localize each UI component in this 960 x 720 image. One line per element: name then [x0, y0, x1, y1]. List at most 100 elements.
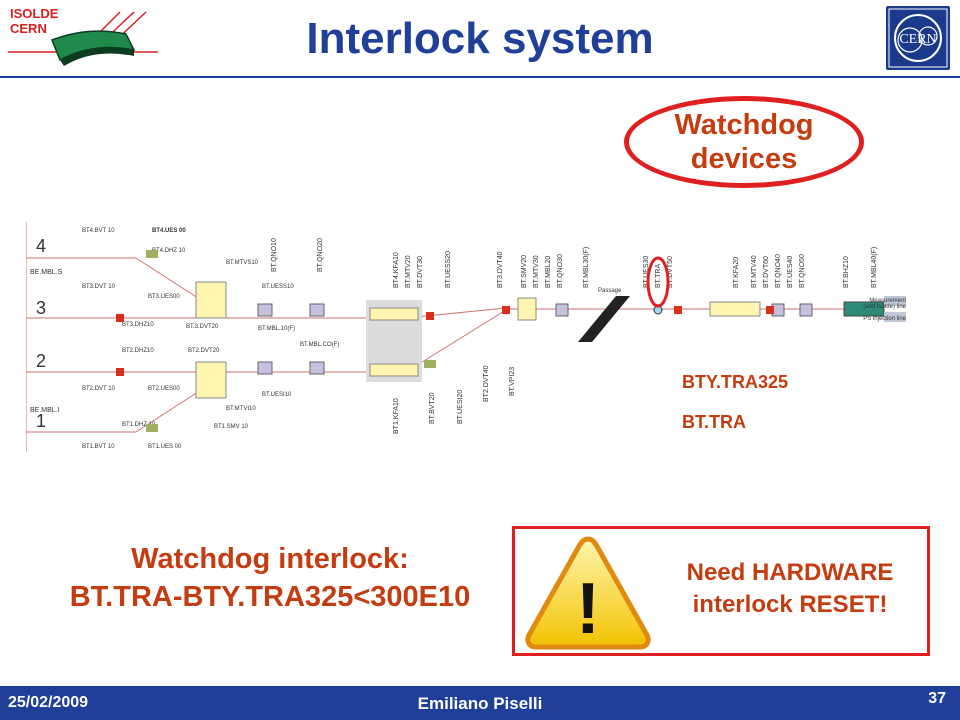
corrector [502, 306, 510, 314]
label-bt-vpi23: BT.VPI23 [509, 367, 516, 396]
warning-line-2: interlock RESET! [692, 591, 888, 618]
label-bt-qno20: BT.QNO20 [317, 238, 324, 272]
label-bt-smv20: BT.SMV20 [521, 255, 528, 288]
kicker-magnet [369, 363, 419, 377]
isolde-logo: ISOLDE CERN [8, 4, 158, 74]
label-bt1-ues00: BT1.UES 00 [148, 444, 182, 450]
label-bt-kfa20: BT.KFA20 [733, 257, 740, 288]
ring-number-3: 3 [36, 298, 46, 318]
quadrupole [257, 361, 273, 375]
warning-symbol: ! [576, 569, 600, 649]
label-bt-uesi10: BT.UESI10 [262, 392, 292, 398]
label-bt2-ues00: BT2.UES00 [148, 386, 180, 392]
label-bt4-dhz10: BT4.DHZ 10 [152, 248, 186, 254]
cern-emblem: CERN [888, 8, 948, 68]
bt-tra-highlight [646, 256, 670, 308]
cern-logo: CERN [886, 6, 950, 70]
label-bt-bhz10: BT.BHZ10 [843, 256, 850, 288]
label-bt-mtv20: BT.MTV20 [405, 255, 412, 288]
label-bt-mtvi10: BT.MTVI10 [226, 406, 256, 412]
footer-bar: 25/02/2009 Emiliano Piselli 37 [0, 686, 960, 720]
warning-line-1: Need HARDWARE [686, 559, 894, 586]
label-bt4-kfa10: BT4.KFA10 [393, 252, 400, 288]
label-bt1-bvt10: BT1.BVT 10 [82, 444, 115, 450]
quadrupole [309, 303, 325, 317]
label-bt-mbl20: BT.MBL20 [545, 256, 552, 288]
label-bt-qno10: BT.QNO10 [271, 238, 278, 272]
label-bt-tra: BT.TRA [655, 264, 662, 288]
injection-line-box [884, 312, 906, 322]
corrector [116, 314, 124, 322]
cern-logo-text: CERN [899, 32, 936, 47]
label-bt-qno40: BT.QNO40 [775, 254, 782, 288]
left-tag-lower: BE.MBL.I [30, 407, 60, 414]
passage-label: Passage [598, 288, 622, 294]
label-bt4-bvt10: BT4.BVT 10 [82, 228, 115, 234]
interlock-line-2: BT.TRA-BTY.TRA325<300E10 [69, 581, 471, 613]
septum-magnet [517, 297, 537, 321]
label-bt3-dvt10: BT3.DVT 10 [82, 284, 116, 290]
label-bt-qno30: BT.QNO30 [557, 254, 564, 288]
isolde-logo-text: ISOLDE CERN [10, 6, 59, 36]
label-bt-mblco: BT.MBL.CO(F) [300, 342, 339, 348]
label-bt3-dvt20: BT.3.DVT20 [186, 324, 219, 330]
beam-line-schematic: 4 3 2 1 BE.MBL.S BE.MBL.I BT4.BVT 10 BT4… [25, 222, 906, 452]
beam-transfer-diagram: 4 3 2 1 BE.MBL.S BE.MBL.I BT4.BVT 10 BT4… [25, 212, 906, 462]
label-bt-mbl40: BT.MBL40(F) [871, 247, 878, 288]
quadrupole [799, 303, 813, 317]
title-divider [0, 76, 960, 78]
label-bt-mtv30: BT.MTV30 [533, 255, 540, 288]
ring-number-1: 1 [36, 411, 46, 431]
measurement-line-label: Measurement (and Isolde) line [863, 298, 906, 310]
corrector [766, 306, 774, 314]
label-bt-qno50: BT.QNO50 [799, 254, 806, 288]
quadrupole [257, 303, 273, 317]
footer-author: Emiliano Piselli [417, 694, 543, 713]
bending-magnet [843, 301, 885, 317]
left-tag-upper: BE.MBL.S [30, 269, 63, 276]
callout-line-2: devices [690, 143, 798, 175]
dipole [146, 250, 158, 258]
bt-tra-label: BT.TRA [682, 412, 746, 432]
quadrupole [309, 361, 325, 375]
corrector [116, 368, 124, 376]
corrector [426, 312, 434, 320]
measurement-line-box [884, 296, 906, 306]
label-bt-mtv40: BT.MTV40 [751, 255, 758, 288]
footer-date: 25/02/2009 [8, 694, 89, 711]
label-bt1-smv10: BT1.SMV 10 [214, 424, 249, 430]
label-bt2-dvt20: BT2.DVT20 [188, 348, 220, 354]
label-bt3-dhz10: BT3.DHZ10 [122, 322, 154, 328]
label-bt2-dvt10: BT2.DVT 10 [82, 386, 116, 392]
page-title: Interlock system [306, 14, 654, 63]
hardware-reset-warning: ! Need HARDWARE interlock RESET! [512, 526, 930, 656]
label-bt-dvt30: BT.DVT30 [417, 256, 424, 288]
label-bt-ues40: BT.UES40 [787, 256, 794, 288]
warning-icon: ! [525, 536, 651, 650]
label-bt-mbl10: BT.MBL.10(F) [258, 326, 295, 332]
label-bt3-ues00: BT3.UES00 [148, 294, 180, 300]
septum-magnet-lower [195, 361, 227, 399]
label-bt3-dvt40: BT3.DVT40 [497, 251, 504, 288]
dipole [424, 360, 436, 368]
injection-line-label: PS injection line [863, 316, 906, 322]
passage-shielding [578, 296, 630, 342]
page-number: 37 [928, 690, 946, 707]
septum-magnet-upper [195, 281, 227, 319]
watchdog-devices-callout: Watchdog devices [624, 96, 864, 188]
label-bt-uess20: BT.UESS20 [445, 251, 452, 288]
label-bt-mtvs10: BT.MTVS10 [226, 260, 259, 266]
interlock-line-1: Watchdog interlock: [131, 543, 409, 575]
label-bt-ues30: BT.UES30 [643, 256, 650, 288]
bty-tra325-label: BTY.TRA325 [682, 372, 789, 392]
label-bt4-ues00: BT4.UES 00 [152, 228, 186, 234]
label-bt1-kfa10: BT1.KFA10 [393, 398, 400, 434]
label-bt2-dvt40: BT2.DVT40 [483, 365, 490, 402]
warning-text: Need HARDWARE interlock RESET! [660, 557, 920, 621]
label-bt-uess10: BT.UESS10 [262, 284, 294, 290]
ring-number-4: 4 [36, 236, 46, 256]
isolde-magnet-graphic [8, 11, 158, 66]
corrector [674, 306, 682, 314]
watchdog-interlock-text: Watchdog interlock: BT.TRA-BTY.TRA325<30… [30, 540, 510, 616]
kicker-magnet [369, 307, 419, 321]
